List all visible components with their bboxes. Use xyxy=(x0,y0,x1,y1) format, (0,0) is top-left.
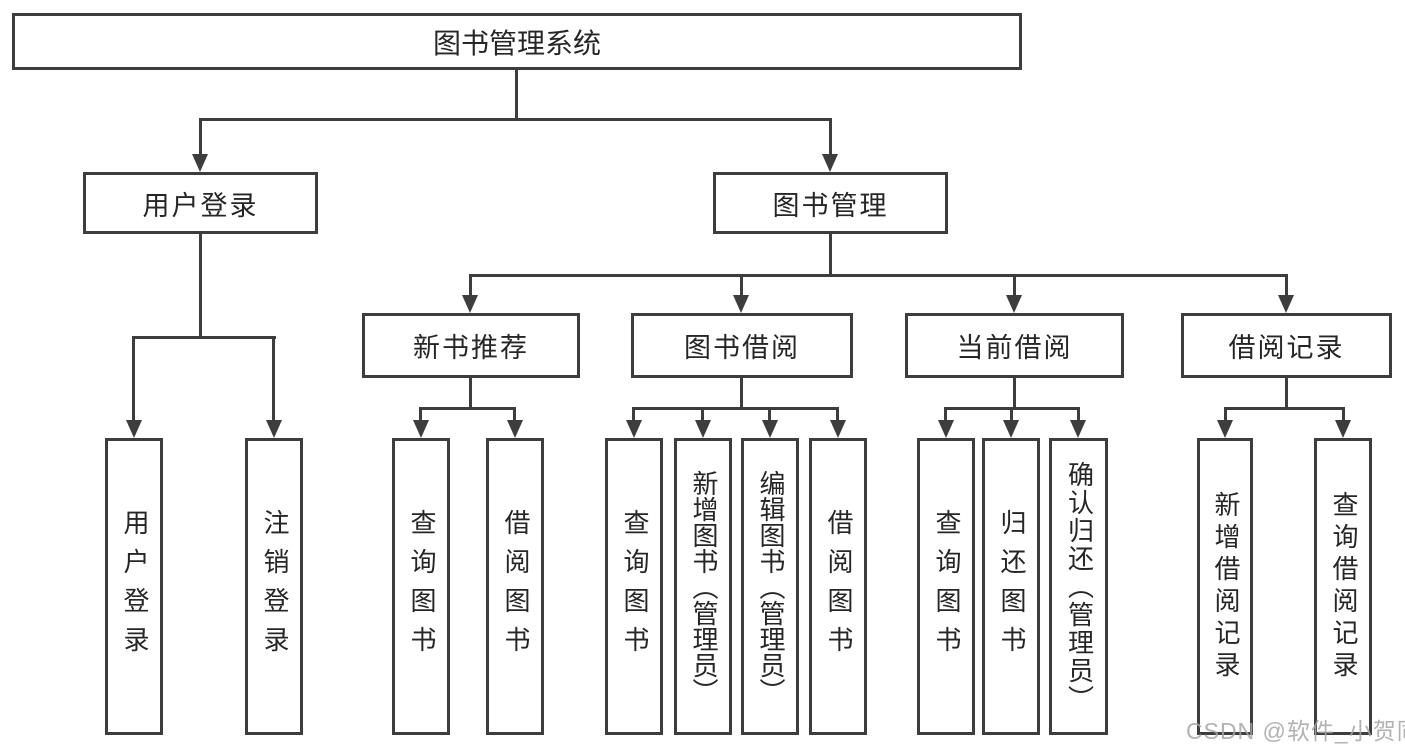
connector-line xyxy=(1285,274,1288,297)
node-current-borrow: 当前借阅 xyxy=(905,313,1124,378)
node-current-borrow-label: 当前借阅 xyxy=(956,333,1073,363)
arrow-down-icon xyxy=(830,420,846,438)
node-new-book-recommend: 新书推荐 xyxy=(362,313,580,378)
connector-line xyxy=(701,407,704,422)
arrow-down-icon xyxy=(507,420,523,438)
arrow-down-icon xyxy=(1070,420,1086,438)
leaf-query-books-current-label: 查询图书 xyxy=(932,508,961,665)
arrow-down-icon xyxy=(413,420,429,438)
connector-line xyxy=(419,407,422,422)
arrow-down-icon xyxy=(626,420,642,438)
connector-line xyxy=(1010,407,1013,422)
connector-line xyxy=(515,70,518,119)
arrow-down-icon xyxy=(266,420,282,438)
connector-line xyxy=(1013,274,1016,297)
node-new-book-recommend-label: 新书推荐 xyxy=(413,333,529,363)
leaf-confirm-return-admin-label: 确认归还（管理员） xyxy=(1064,460,1094,713)
leaf-query-books-recommend: 查询图书 xyxy=(392,438,450,735)
connector-line xyxy=(1285,378,1288,410)
connector-line xyxy=(1077,407,1080,422)
node-book-borrow: 图书借阅 xyxy=(631,313,853,378)
leaf-query-books-borrow: 查询图书 xyxy=(605,438,663,735)
connector-line xyxy=(1224,407,1227,422)
node-book-borrow-label: 图书借阅 xyxy=(684,333,800,363)
leaf-query-books-recommend-label: 查询图书 xyxy=(407,508,436,665)
node-borrow-records: 借阅记录 xyxy=(1181,313,1392,378)
node-user-login: 用户登录 xyxy=(83,172,318,234)
connector-line xyxy=(272,336,275,422)
leaf-query-borrow-record: 查询借阅记录 xyxy=(1314,438,1372,735)
connector-line xyxy=(1342,407,1345,422)
leaf-borrow-books-label: 借阅图书 xyxy=(824,508,853,665)
connector-line xyxy=(469,378,472,410)
node-user-login-label: 用户登录 xyxy=(142,190,259,221)
connector-line xyxy=(836,407,839,422)
arrow-down-icon xyxy=(938,420,954,438)
leaf-logout: 注销登录 xyxy=(245,438,303,735)
arrow-down-icon xyxy=(733,295,749,313)
leaf-confirm-return-admin: 确认归还（管理员） xyxy=(1049,438,1108,735)
arrow-down-icon xyxy=(762,420,778,438)
connector-line xyxy=(944,407,947,422)
leaf-borrow-books-recommend: 借阅图书 xyxy=(486,438,544,735)
arrow-down-icon xyxy=(1217,420,1233,438)
leaf-borrow-books-recommend-label: 借阅图书 xyxy=(501,508,530,665)
leaf-add-borrow-record: 新增借阅记录 xyxy=(1197,438,1253,735)
connector-line xyxy=(132,336,276,339)
leaf-edit-books-admin: 编辑图书（管理员） xyxy=(741,438,799,735)
connector-line xyxy=(513,407,516,422)
leaf-borrow-books: 借阅图书 xyxy=(809,438,867,735)
connector-line xyxy=(740,274,743,297)
leaf-add-borrow-record-label: 新增借阅记录 xyxy=(1211,490,1240,683)
arrow-down-icon xyxy=(462,295,478,313)
arrow-down-icon xyxy=(126,420,142,438)
connector-line xyxy=(829,234,832,277)
csdn-watermark: CSDN @软件_小贺同学 xyxy=(1186,718,1405,744)
connector-line xyxy=(199,234,202,339)
connector-line xyxy=(740,378,743,410)
node-book-management: 图书管理 xyxy=(713,172,948,234)
arrow-down-icon xyxy=(1003,420,1019,438)
arrow-down-icon xyxy=(1278,295,1294,313)
arrow-down-icon xyxy=(1006,295,1022,313)
leaf-logout-label: 注销登录 xyxy=(260,508,289,665)
leaf-return-books-label: 归还图书 xyxy=(997,508,1026,665)
node-library-system: 图书管理系统 xyxy=(12,13,1022,70)
leaf-return-books: 归还图书 xyxy=(982,438,1040,735)
leaf-query-books-borrow-label: 查询图书 xyxy=(620,508,649,665)
connector-line xyxy=(768,407,771,422)
connector-line xyxy=(829,118,832,156)
leaf-query-books-current: 查询图书 xyxy=(917,438,975,735)
connector-line xyxy=(632,407,839,410)
leaf-user-login: 用户登录 xyxy=(105,438,163,735)
connector-line xyxy=(1013,378,1016,410)
node-library-system-label: 图书管理系统 xyxy=(432,27,601,59)
connector-line xyxy=(199,118,832,121)
leaf-add-books-admin: 新增图书（管理员） xyxy=(674,438,732,735)
leaf-user-login-label: 用户登录 xyxy=(120,508,149,665)
arrow-down-icon xyxy=(1335,420,1351,438)
connector-line xyxy=(132,336,135,422)
leaf-edit-books-admin-label: 编辑图书（管理员） xyxy=(756,469,785,704)
node-book-management-label: 图书管理 xyxy=(772,190,889,221)
connector-line xyxy=(199,118,202,156)
node-borrow-records-label: 借阅记录 xyxy=(1228,333,1345,363)
leaf-add-books-admin-label: 新增图书（管理员） xyxy=(689,469,718,704)
arrow-down-icon xyxy=(822,154,838,172)
arrow-down-icon xyxy=(695,420,711,438)
connector-line xyxy=(469,274,1288,277)
connector-line xyxy=(469,274,472,297)
leaf-query-borrow-record-label: 查询借阅记录 xyxy=(1329,490,1358,683)
connector-line xyxy=(419,407,516,410)
arrow-down-icon xyxy=(192,154,208,172)
connector-line xyxy=(632,407,635,422)
connector-line xyxy=(1224,407,1345,410)
